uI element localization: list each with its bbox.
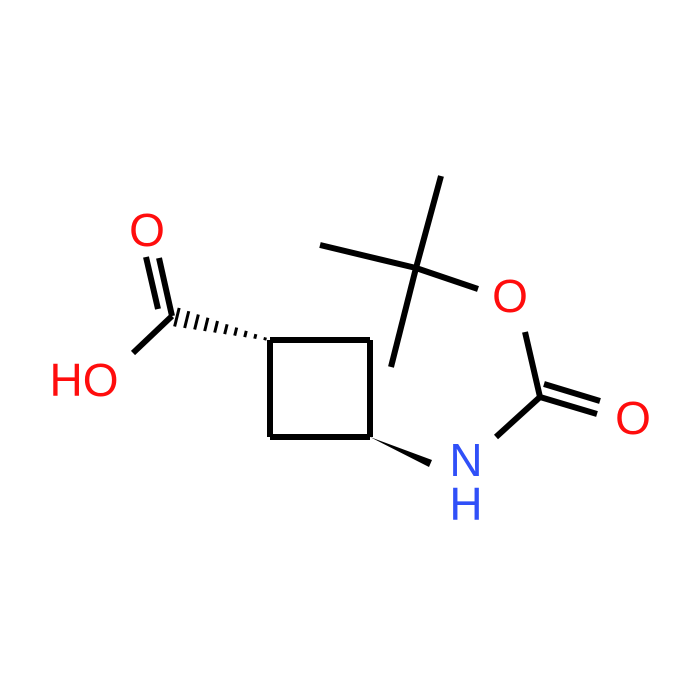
c-o-double-bond-1 [539,394,598,417]
cyclobutane-ring [267,337,373,440]
atom-label-nitrogen: N [449,434,482,486]
hash-line [233,327,239,336]
hash-line [193,314,200,330]
c-oh-bond [130,313,175,356]
boc-group [319,175,601,440]
hash-line [183,310,191,329]
atom-label-nitrogen-hydrogen: H [449,478,482,530]
hash-line [213,320,219,333]
solid-wedge-bond-amide [370,437,432,467]
atom-label-ester-oxygen: O [492,270,528,322]
tbu-methyl-top [413,175,444,269]
tbu-methyl-bottom [388,267,419,368]
hash-line [263,337,267,341]
hashed-wedge-bond-carboxyl [173,307,267,341]
c-o-ester-bond [522,331,543,398]
atom-label-boc-carbonyl-oxygen: O [615,392,651,444]
hash-line [253,333,258,340]
co-double-bond-1 [156,257,175,317]
hash-line [243,330,248,338]
atom-label-carbonyl-oxygen: O [129,204,165,256]
hash-line [203,317,210,332]
n-c-bond [493,394,543,440]
atom-label-hydroxyl: HO [50,354,119,406]
hash-line [223,323,229,335]
hash-line [173,307,181,327]
o-tbu-bond [415,265,479,292]
carboxylic-acid-group [130,256,175,356]
co-double-bond-2 [143,256,161,310]
c-o-double-bond-2 [543,381,601,404]
tbu-methyl-left [319,242,417,271]
